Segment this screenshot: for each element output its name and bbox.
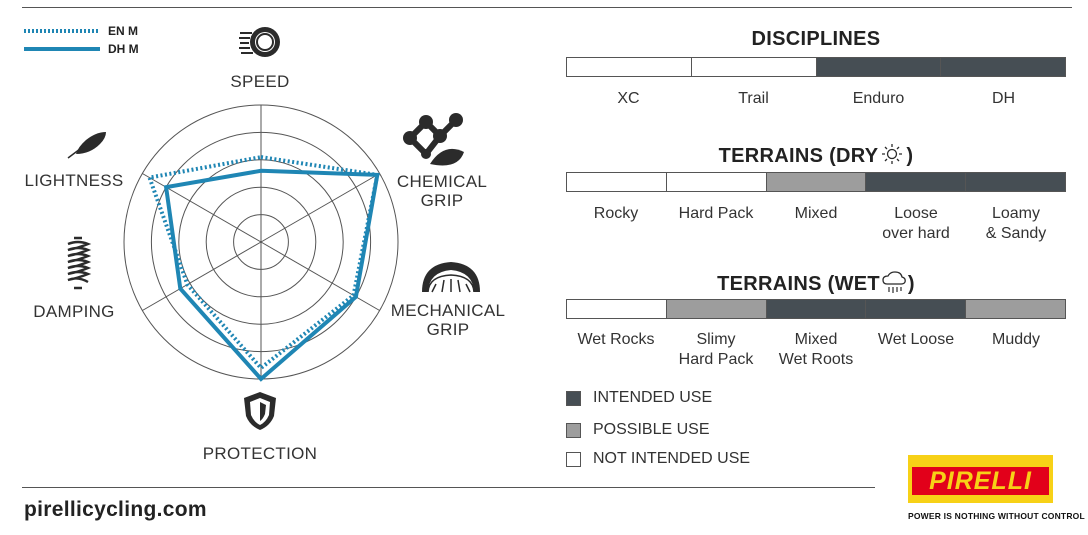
brand-tagline: POWER IS NOTHING WITHOUT CONTROL <box>908 511 1085 521</box>
terrains-wet-label-2: Mixed Wet Roots <box>778 331 854 368</box>
terrains-wet-segment-2 <box>766 300 867 318</box>
terrains-dry-label-0: Rocky <box>593 205 639 222</box>
axis-label-mechanical-grip: MECHANICAL GRIP <box>390 301 506 339</box>
damping-icon <box>67 236 92 290</box>
lightness-icon <box>67 132 106 159</box>
legend-swatch-solid <box>24 47 100 51</box>
terrains-dry-segment-3 <box>866 173 967 191</box>
terrains-wet-title: TERRAINS (WET ) <box>566 270 1066 296</box>
terrains-dry-segment-1 <box>666 173 767 191</box>
key-swatch-intended <box>566 390 581 406</box>
disciplines-segment-3 <box>941 58 1065 76</box>
terrains-wet-segment-4 <box>966 300 1065 318</box>
terrains-dry-segment-4 <box>966 173 1065 191</box>
radar-chart <box>123 104 399 382</box>
axis-label-lightness: LIGHTNESS <box>24 171 124 190</box>
key-swatch-not-intended <box>566 451 581 467</box>
disciplines-title: DISCIPLINES <box>566 28 1066 51</box>
legend-swatch-dotted <box>24 29 100 33</box>
grid-spoke-2 <box>260 241 380 311</box>
disciplines-label-1: Trail <box>738 90 769 107</box>
terrains-dry-labels: Rocky Hard Pack Mixed Loose over hard Loamy … <box>566 204 1066 244</box>
pirelli-logo-text: PIRELLI <box>929 466 1032 495</box>
terrains-dry-title-text: TERRAINS (DRY <box>718 145 879 167</box>
key-label-intended: INTENDED USE <box>593 389 713 406</box>
axis-label-chemical-grip: CHEMICAL GRIP <box>396 172 488 210</box>
mechanical-grip-icon <box>422 262 480 293</box>
top-divider <box>22 7 1072 8</box>
axis-label-protection: PROTECTION <box>202 444 318 463</box>
disciplines-label-2: Enduro <box>852 90 905 107</box>
rain-cloud-icon <box>882 271 906 293</box>
chemical-grip-icon <box>403 113 464 166</box>
bottom-divider <box>22 487 875 488</box>
sun-icon <box>882 144 903 164</box>
legend-label-en-m: EN M <box>108 24 138 38</box>
terrains-wet-title-text: TERRAINS (WET <box>717 273 880 295</box>
terrains-wet-segment-3 <box>866 300 967 318</box>
terrains-dry-title-end: ) <box>906 145 914 167</box>
key-not-intended: NOT INTENDED USE <box>566 450 750 468</box>
terrains-dry-label-1: Hard Pack <box>678 205 754 222</box>
grid-spoke-4 <box>142 241 262 311</box>
axis-label-speed: SPEED <box>230 72 290 91</box>
terrains-dry-title: TERRAINS (DRY ) <box>566 143 1066 168</box>
series-dh-m <box>163 168 380 382</box>
key-intended: INTENDED USE <box>566 389 712 407</box>
terrains-dry-segment-0 <box>567 173 667 191</box>
axis-label-damping: DAMPING <box>33 302 115 321</box>
grid-spoke-5 <box>142 173 262 243</box>
legend-label-dh-m: DH M <box>108 42 139 56</box>
disciplines-segment-0 <box>567 58 692 76</box>
disciplines-labels: XC Trail Enduro DH <box>566 89 1066 109</box>
terrains-wet-bar <box>566 299 1066 319</box>
disciplines-title-text: DISCIPLINES <box>751 28 881 50</box>
terrains-wet-label-0: Wet Rocks <box>577 331 655 348</box>
pirelli-logo: PIRELLI <box>908 455 1053 503</box>
terrains-dry-label-3: Loose over hard <box>882 205 950 242</box>
disciplines-segment-1 <box>691 58 817 76</box>
key-label-not-intended: NOT INTENDED USE <box>593 450 751 467</box>
disciplines-label-0: XC <box>617 90 640 107</box>
terrains-dry-label-4: Loamy & Sandy <box>985 205 1047 242</box>
terrains-wet-title-end: ) <box>907 273 915 295</box>
legend-item-en-m: EN M <box>24 22 139 40</box>
disciplines-label-3: DH <box>991 90 1016 107</box>
grid-spoke-1 <box>260 173 380 243</box>
terrains-wet-label-1: Slimy Hard Pack <box>678 331 754 368</box>
protection-icon <box>244 392 276 430</box>
key-swatch-possible <box>566 422 581 438</box>
terrains-wet-segment-0 <box>567 300 667 318</box>
disciplines-bar <box>566 57 1066 77</box>
key-label-possible: POSSIBLE USE <box>593 421 710 438</box>
speed-icon <box>239 27 280 57</box>
pirelli-logo-band: PIRELLI <box>912 467 1049 495</box>
key-possible: POSSIBLE USE <box>566 421 710 439</box>
terrains-dry-label-2: Mixed <box>794 205 838 222</box>
terrains-dry-segment-2 <box>766 173 867 191</box>
terrains-wet-labels: Wet Rocks Slimy Hard Pack Mixed Wet Roots W… <box>566 330 1066 370</box>
series-en-m <box>146 155 380 371</box>
terrains-wet-label-3: Wet Loose <box>877 331 955 348</box>
chart-legend: EN M DH M <box>24 22 139 58</box>
legend-item-dh-m: DH M <box>24 40 139 58</box>
terrains-wet-segment-1 <box>666 300 767 318</box>
website-link[interactable]: pirellicycling.com <box>24 498 207 521</box>
terrains-wet-label-4: Muddy <box>991 331 1041 348</box>
terrains-dry-bar <box>566 172 1066 192</box>
disciplines-segment-2 <box>816 58 942 76</box>
